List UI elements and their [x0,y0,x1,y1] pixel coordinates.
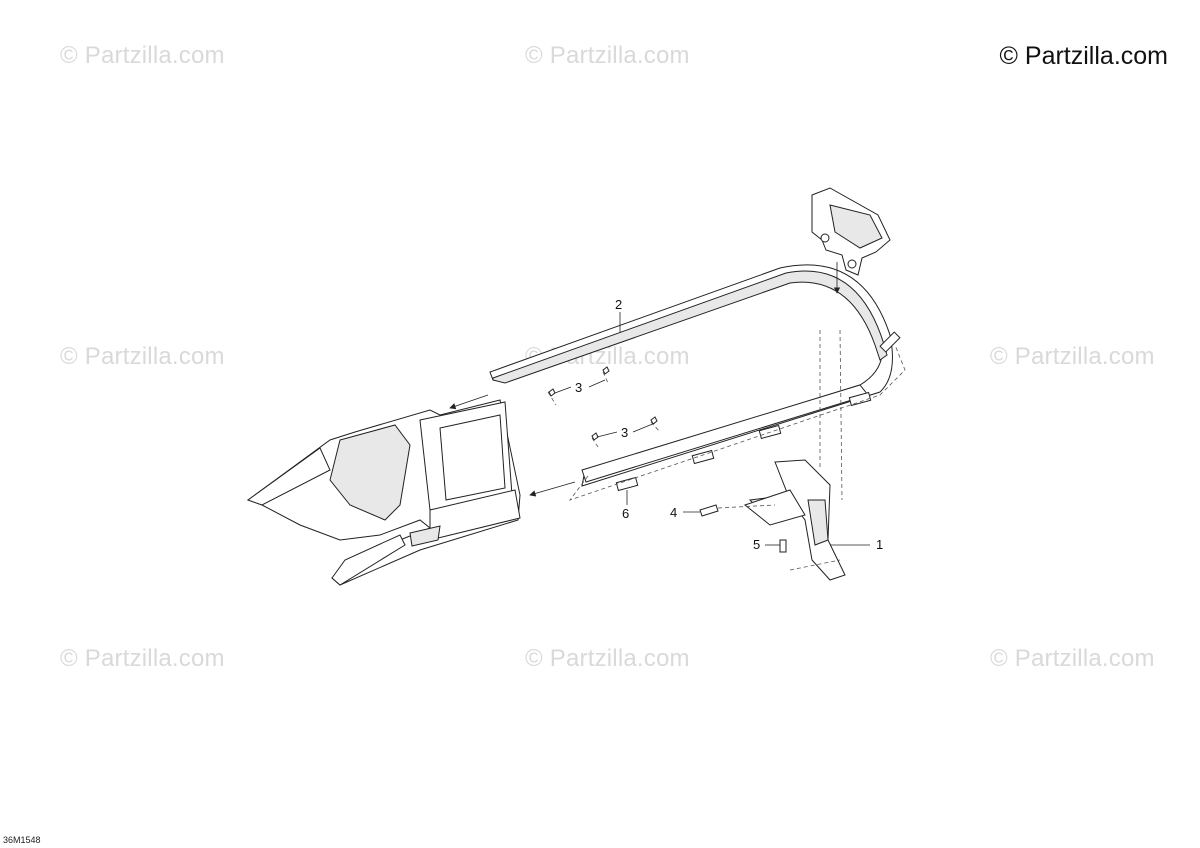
callout-label-5: 5 [753,537,760,552]
leader-lines [554,312,870,546]
callout-label-3a: 3 [575,380,582,395]
grab-handle-rail [489,264,893,487]
rear-body-assembly [246,399,521,586]
direction-arrows [449,262,841,497]
watermark: © Partzilla.com [60,343,225,370]
spacers [615,331,901,492]
rear-bracket [743,459,846,581]
watermark: © Partzilla.com [990,343,1155,370]
watermark: © Partzilla.com [60,42,225,69]
watermark: © Partzilla.com [525,42,690,69]
watermark: © Partzilla.com [60,645,225,672]
assembly-lines [547,329,906,571]
callout-label-4: 4 [670,505,677,520]
watermark: © Partzilla.com [525,645,690,672]
bolts [699,504,787,553]
diagram-code: 36M1548 [3,835,41,845]
callout-label-2: 2 [615,297,622,312]
callout-label-3b: 3 [621,425,628,440]
callout-labels: 1 2 3 3 4 5 6 [575,297,883,552]
upper-mount-bracket [811,187,891,276]
callout-label-6: 6 [622,506,629,521]
screws [548,366,658,441]
watermark: © Partzilla.com [990,645,1155,672]
brand-logo-text: © Partzilla.com [999,42,1168,70]
callout-label-1: 1 [876,537,883,552]
